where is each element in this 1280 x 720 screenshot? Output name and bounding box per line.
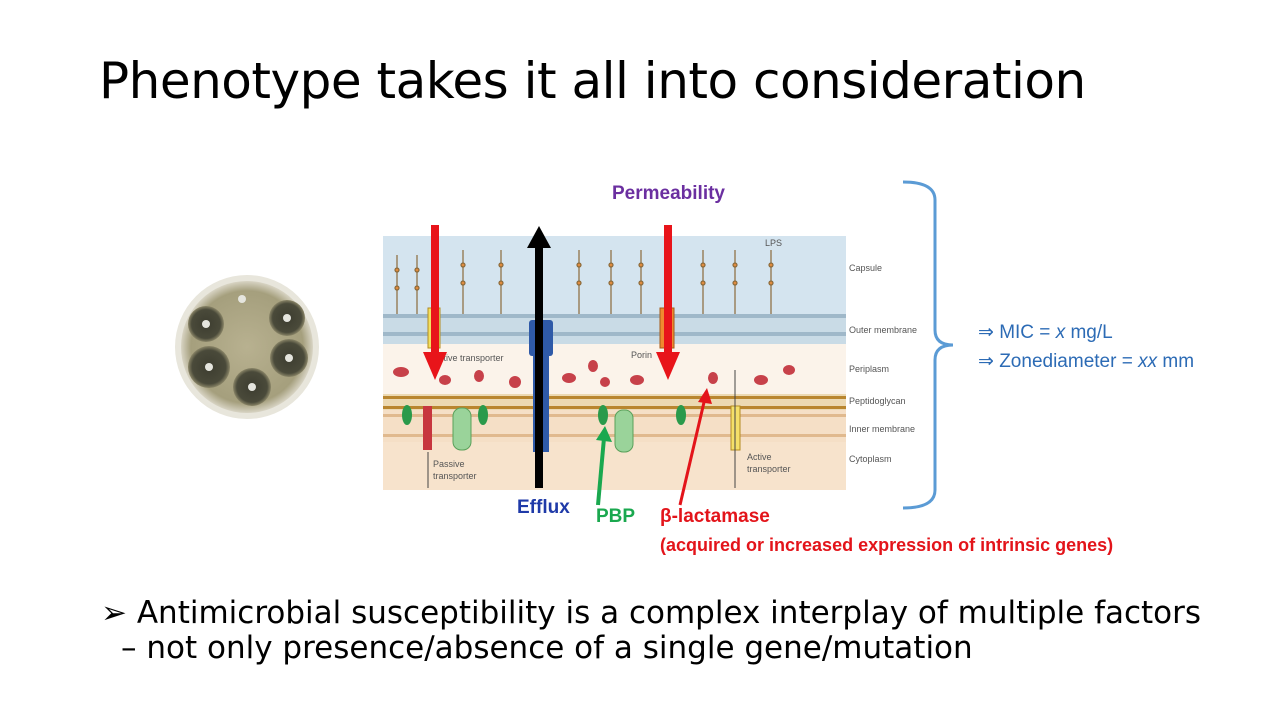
layer-label-periplasm: Periplasm: [849, 364, 889, 374]
layer-label-capsule: Capsule: [849, 263, 882, 273]
permeability-arrow-left: [423, 225, 447, 380]
passive-transporter-label-1: Passive: [433, 459, 465, 469]
pbp-arrow: [596, 426, 612, 506]
efflux-arrow: [527, 226, 551, 488]
bullet-line-1: Antimicrobial susceptibility is a comple…: [136, 595, 1202, 631]
permeability-label: Permeability: [612, 183, 725, 204]
bullet-marker-icon: ➢: [101, 595, 127, 631]
porin-label: Porin: [631, 350, 652, 360]
lps-label: LPS: [765, 238, 782, 248]
result-text: ⇒ MIC = x mg/L ⇒ Zonediameter = xx mm: [978, 318, 1194, 376]
beta-lactamase-note: (acquired or increased expression of int…: [660, 535, 1114, 555]
pbp-label: PBP: [596, 506, 636, 527]
active-transporter-bottom-label-1: Active: [747, 452, 772, 462]
result-bracket: [902, 180, 954, 510]
beta-lactamase-label: β-lactamase: [660, 506, 770, 527]
slide-title: Phenotype takes it all into consideratio…: [99, 52, 1086, 110]
capsule-layer: [383, 236, 846, 316]
zone-diameter-line: ⇒ Zonediameter = xx mm: [978, 351, 1195, 372]
cell-envelope-diagram: Capsule Outer membrane Periplasm Peptido…: [383, 180, 954, 510]
layer-label-cytoplasm: Cytoplasm: [849, 454, 892, 464]
active-transporter-label: Active transporter: [433, 353, 504, 363]
layer-label-inner-membrane: Inner membrane: [849, 424, 915, 434]
layer-label-peptidoglycan: Peptidoglycan: [849, 396, 906, 406]
petri-dish-image: [175, 275, 319, 419]
beta-lactamase-arrow: [678, 388, 712, 506]
passive-transporter-label-2: transporter: [433, 471, 477, 481]
mic-line: ⇒ MIC = x mg/L: [978, 322, 1113, 343]
layer-label-outer-membrane: Outer membrane: [849, 325, 917, 335]
active-transporter-bottom-label-2: transporter: [747, 464, 791, 474]
periplasm-layer: [383, 344, 846, 394]
bullet-point: ➢ Antimicrobial susceptibility is a comp…: [101, 596, 1201, 666]
bullet-line-2: – not only presence/absence of a single …: [121, 630, 973, 666]
efflux-label: Efflux: [517, 497, 570, 518]
permeability-arrow-right: [656, 225, 680, 380]
